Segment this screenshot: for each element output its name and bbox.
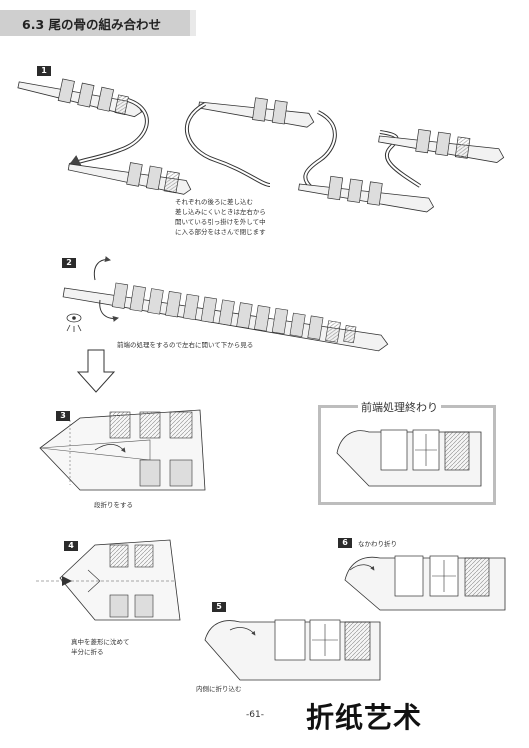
- step4-note-line1: 真中を菱形に沈めて: [71, 638, 130, 646]
- step1-note-line3: 開いている引っ掛けを外して中: [175, 218, 266, 226]
- step5-note: 内側に折り込む: [196, 685, 242, 693]
- eye-view-icon: [66, 313, 82, 332]
- page-number: -61-: [246, 710, 264, 720]
- step1-bone-piece-d: [298, 175, 435, 213]
- step1-note-line1: それぞれの後ろに差し込む: [175, 198, 253, 206]
- step4-diagram: [36, 539, 181, 621]
- step1-note-line4: に入る部分をはさんで閉じます: [175, 228, 266, 236]
- step3-diagram: [39, 409, 206, 491]
- section-title: 6.3 尾の骨の組み合わせ: [22, 16, 161, 32]
- step2-assembled-tail: [62, 282, 389, 352]
- step1-bone-piece-c: [198, 97, 315, 128]
- step1-bone-piece-a: [17, 78, 143, 118]
- down-arrow-icon: [76, 349, 116, 393]
- step-badge-4: 4: [64, 541, 78, 551]
- watermark: 折纸艺术: [306, 701, 423, 734]
- step-badge-2: 2: [62, 258, 76, 268]
- step1-bone-piece-b: [67, 162, 192, 195]
- open-arrow-bottom: [99, 299, 119, 322]
- section-header: 6.3 尾の骨の組み合わせ: [0, 10, 196, 36]
- step1-note-line2: 差し込みにくいときは左右から: [175, 208, 266, 216]
- step3-note: 段折りをする: [94, 501, 133, 509]
- step6-diagram: [344, 555, 506, 611]
- result-panel: [318, 405, 496, 505]
- step-badge-1: 1: [37, 66, 51, 76]
- step-badge-3: 3: [56, 411, 70, 421]
- step6-note: なかわり折り: [358, 540, 397, 548]
- step2-note: 前端の処理をするので左右に開いて下から見る: [117, 341, 254, 349]
- step5-diagram: [204, 619, 381, 681]
- result-panel-title: 前端処理終わり: [358, 399, 441, 415]
- step1-bone-piece-e: [378, 128, 505, 163]
- step4-note-line2: 半分に折る: [71, 648, 104, 656]
- step-badge-6: 6: [338, 538, 352, 548]
- step-badge-5: 5: [212, 602, 226, 612]
- open-arrow-top: [93, 256, 111, 281]
- result-diagram: [336, 429, 482, 487]
